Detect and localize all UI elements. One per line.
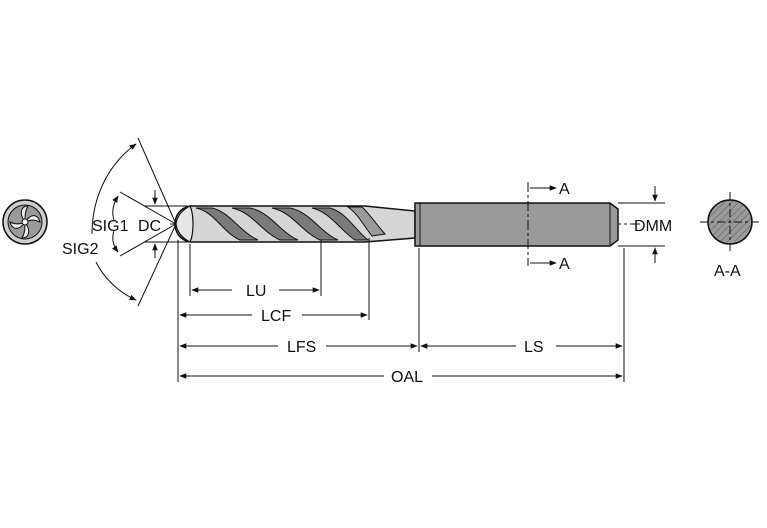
lcf-label: LCF — [261, 308, 291, 325]
oal-dimension: OAL — [179, 369, 623, 386]
drill-body — [174, 202, 619, 247]
dc-dimension: DC — [138, 190, 188, 258]
dmm-dimension: DMM — [618, 186, 672, 263]
section-label-top: A — [559, 181, 570, 198]
section-label-bottom: A — [559, 256, 570, 273]
dc-label: DC — [138, 218, 161, 235]
lu-dimension: LU — [191, 283, 320, 300]
ls-dimension: LS — [420, 339, 623, 356]
shank-section — [414, 202, 619, 247]
lcf-dimension: LCF — [179, 308, 368, 325]
extension-lines — [177, 238, 625, 382]
point-angle-dimensions: SIG1 SIG2 — [62, 137, 177, 307]
section-view-label: A-A — [714, 263, 741, 280]
ls-label: LS — [524, 339, 544, 356]
lfs-dimension: LFS — [179, 339, 418, 356]
end-view — [2, 199, 48, 245]
section-cut-a: A A — [527, 181, 570, 273]
sig2-label: SIG2 — [62, 241, 99, 258]
lu-label: LU — [246, 283, 266, 300]
lfs-label: LFS — [287, 339, 316, 356]
dmm-label: DMM — [634, 218, 672, 235]
section-view-aa: A-A — [700, 192, 762, 280]
sig1-label: SIG1 — [92, 218, 129, 235]
oal-label: OAL — [391, 369, 423, 386]
